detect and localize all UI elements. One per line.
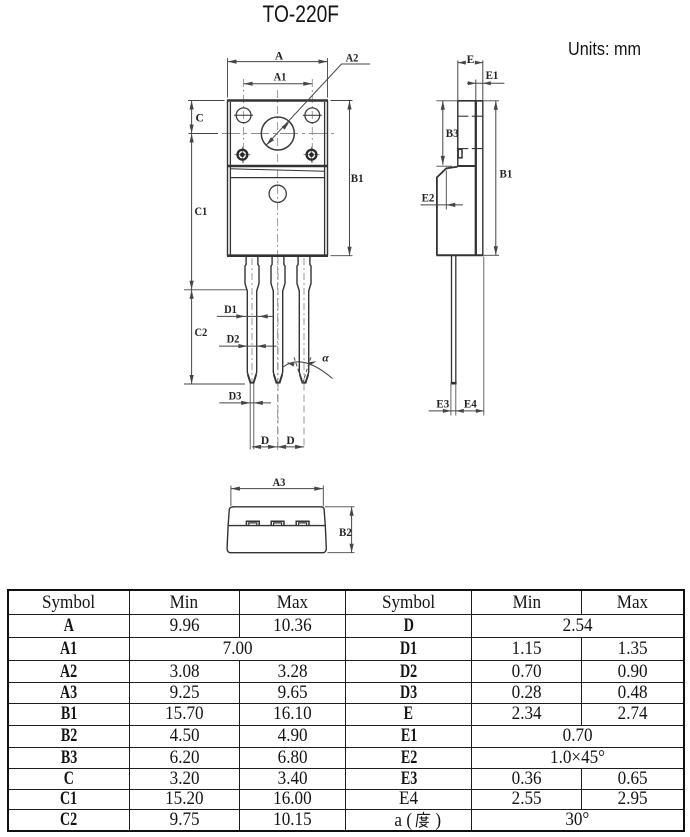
svg-text:B3: B3 (446, 128, 459, 140)
svg-text:E3: E3 (436, 398, 449, 410)
svg-text:C2: C2 (195, 327, 208, 339)
svg-text:E2: E2 (422, 193, 435, 205)
svg-text:D: D (261, 435, 269, 447)
svg-text:A1: A1 (274, 72, 287, 84)
svg-text:B1: B1 (500, 169, 513, 181)
svg-text:A: A (275, 51, 284, 63)
svg-text:D2: D2 (227, 334, 240, 346)
svg-text:E4: E4 (464, 398, 477, 410)
svg-text:B2: B2 (339, 527, 352, 539)
svg-text:D: D (286, 435, 294, 447)
svg-text:A3: A3 (273, 477, 286, 489)
svg-text:α: α (322, 353, 329, 365)
svg-text:E1: E1 (486, 70, 499, 82)
svg-text:C1: C1 (195, 206, 208, 218)
svg-text:D1: D1 (224, 304, 237, 316)
svg-text:A2: A2 (346, 53, 359, 65)
svg-text:E: E (467, 54, 475, 66)
svg-text:B1: B1 (351, 173, 364, 185)
svg-text:D3: D3 (229, 391, 242, 403)
svg-text:C: C (196, 113, 204, 125)
